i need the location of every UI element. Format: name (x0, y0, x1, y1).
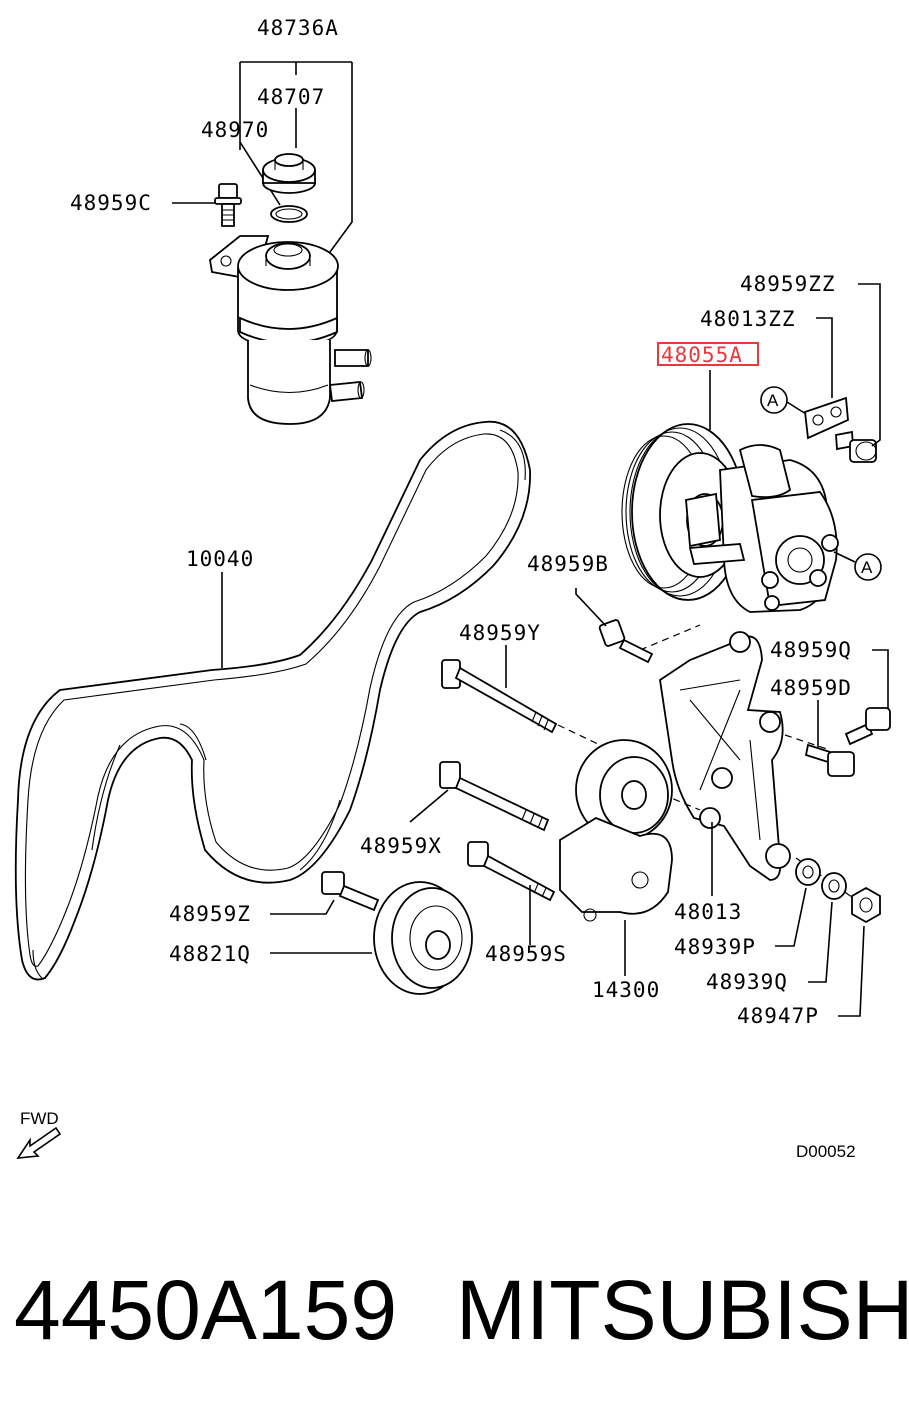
callout-48959zz[interactable]: 48959ZZ (740, 272, 836, 296)
dash-5 (639, 784, 701, 811)
highlight-box (657, 342, 759, 366)
callout-48707[interactable]: 48707 (257, 85, 325, 109)
callout-14300[interactable]: 14300 (592, 978, 660, 1002)
bolt-48959b[interactable] (598, 619, 654, 664)
callout-48959x[interactable]: 48959X (360, 834, 442, 858)
ref-marker-a-side: A (833, 551, 882, 581)
callout-48959y[interactable]: 48959Y (459, 621, 541, 645)
leader-48947p (838, 925, 865, 1017)
bolt-48959d[interactable] (804, 743, 855, 777)
bolt-48959c[interactable] (214, 183, 242, 227)
reservoir-cap[interactable] (262, 153, 316, 194)
reservoir-tank[interactable] (209, 235, 372, 425)
callout-48055a[interactable]: 48055A (661, 343, 743, 367)
callout-48947p[interactable]: 48947P (737, 1004, 819, 1028)
callout-48013[interactable]: 48013 (674, 900, 742, 924)
callout-48959q[interactable]: 48959Q (770, 638, 852, 662)
leader-48939q (808, 901, 833, 983)
callout-48939q[interactable]: 48939Q (706, 970, 788, 994)
dash-1 (639, 624, 701, 651)
footer: 4450A159 MITSUBISHI (0, 1262, 909, 1392)
callout-48970[interactable]: 48970 (201, 118, 269, 142)
svg-text:FWD: FWD (20, 1109, 59, 1128)
bolt-48959q[interactable] (844, 707, 891, 746)
belt-tensioner[interactable] (559, 739, 673, 922)
leader-48959x (409, 789, 449, 823)
bolt-48959zz[interactable] (835, 430, 877, 463)
nut-48947p[interactable] (851, 886, 881, 924)
leader-48939p (775, 887, 807, 947)
svg-text:A: A (767, 391, 779, 410)
callout-48959d[interactable]: 48959D (770, 676, 852, 700)
washer-48939q[interactable] (821, 872, 847, 900)
pump-bracket[interactable] (659, 631, 791, 881)
leader-48959q (872, 649, 889, 708)
leader-48959z (270, 899, 335, 915)
washer-48939p[interactable] (795, 858, 821, 886)
bolt-48959z[interactable] (321, 871, 380, 912)
brand-name: MITSUBISHI (456, 1263, 909, 1357)
power-steering-pump[interactable] (621, 423, 839, 613)
idler-pulley[interactable] (373, 881, 473, 995)
callout-48959s[interactable]: 48959S (485, 942, 567, 966)
drawing-id: D00052 (796, 1142, 856, 1161)
leader-48959zz (858, 283, 881, 447)
leader-48013zz (816, 317, 833, 398)
callout-48939p[interactable]: 48939P (674, 935, 756, 959)
callout-48959z[interactable]: 48959Z (169, 902, 251, 926)
callout-10040[interactable]: 10040 (186, 547, 254, 571)
callout-48959b[interactable]: 48959B (527, 552, 609, 576)
parts-diagram: A A (14, 16, 891, 1161)
reservoir-group (172, 61, 372, 425)
ref-marker-a-top: A (760, 386, 807, 415)
bolt-48959s[interactable] (467, 841, 556, 902)
callout-48821q[interactable]: 48821Q (169, 942, 251, 966)
drive-belt[interactable] (14, 420, 531, 981)
svg-text:A: A (861, 558, 873, 577)
fwd-indicator: FWD (16, 1109, 62, 1159)
leader-48959b (575, 588, 607, 627)
dash-4 (557, 724, 601, 746)
dash-2 (784, 734, 831, 751)
part-number: 4450A159 (14, 1263, 398, 1357)
fwd-arrow-icon (16, 1126, 62, 1159)
bolt-48959y[interactable] (441, 659, 558, 734)
plate-48013zz[interactable] (804, 396, 849, 440)
callout-48013zz[interactable]: 48013ZZ (700, 307, 796, 331)
callout-48959c[interactable]: 48959C (70, 191, 152, 215)
bolt-48959x[interactable] (439, 761, 550, 832)
callout-48736a[interactable]: 48736A (257, 16, 339, 40)
